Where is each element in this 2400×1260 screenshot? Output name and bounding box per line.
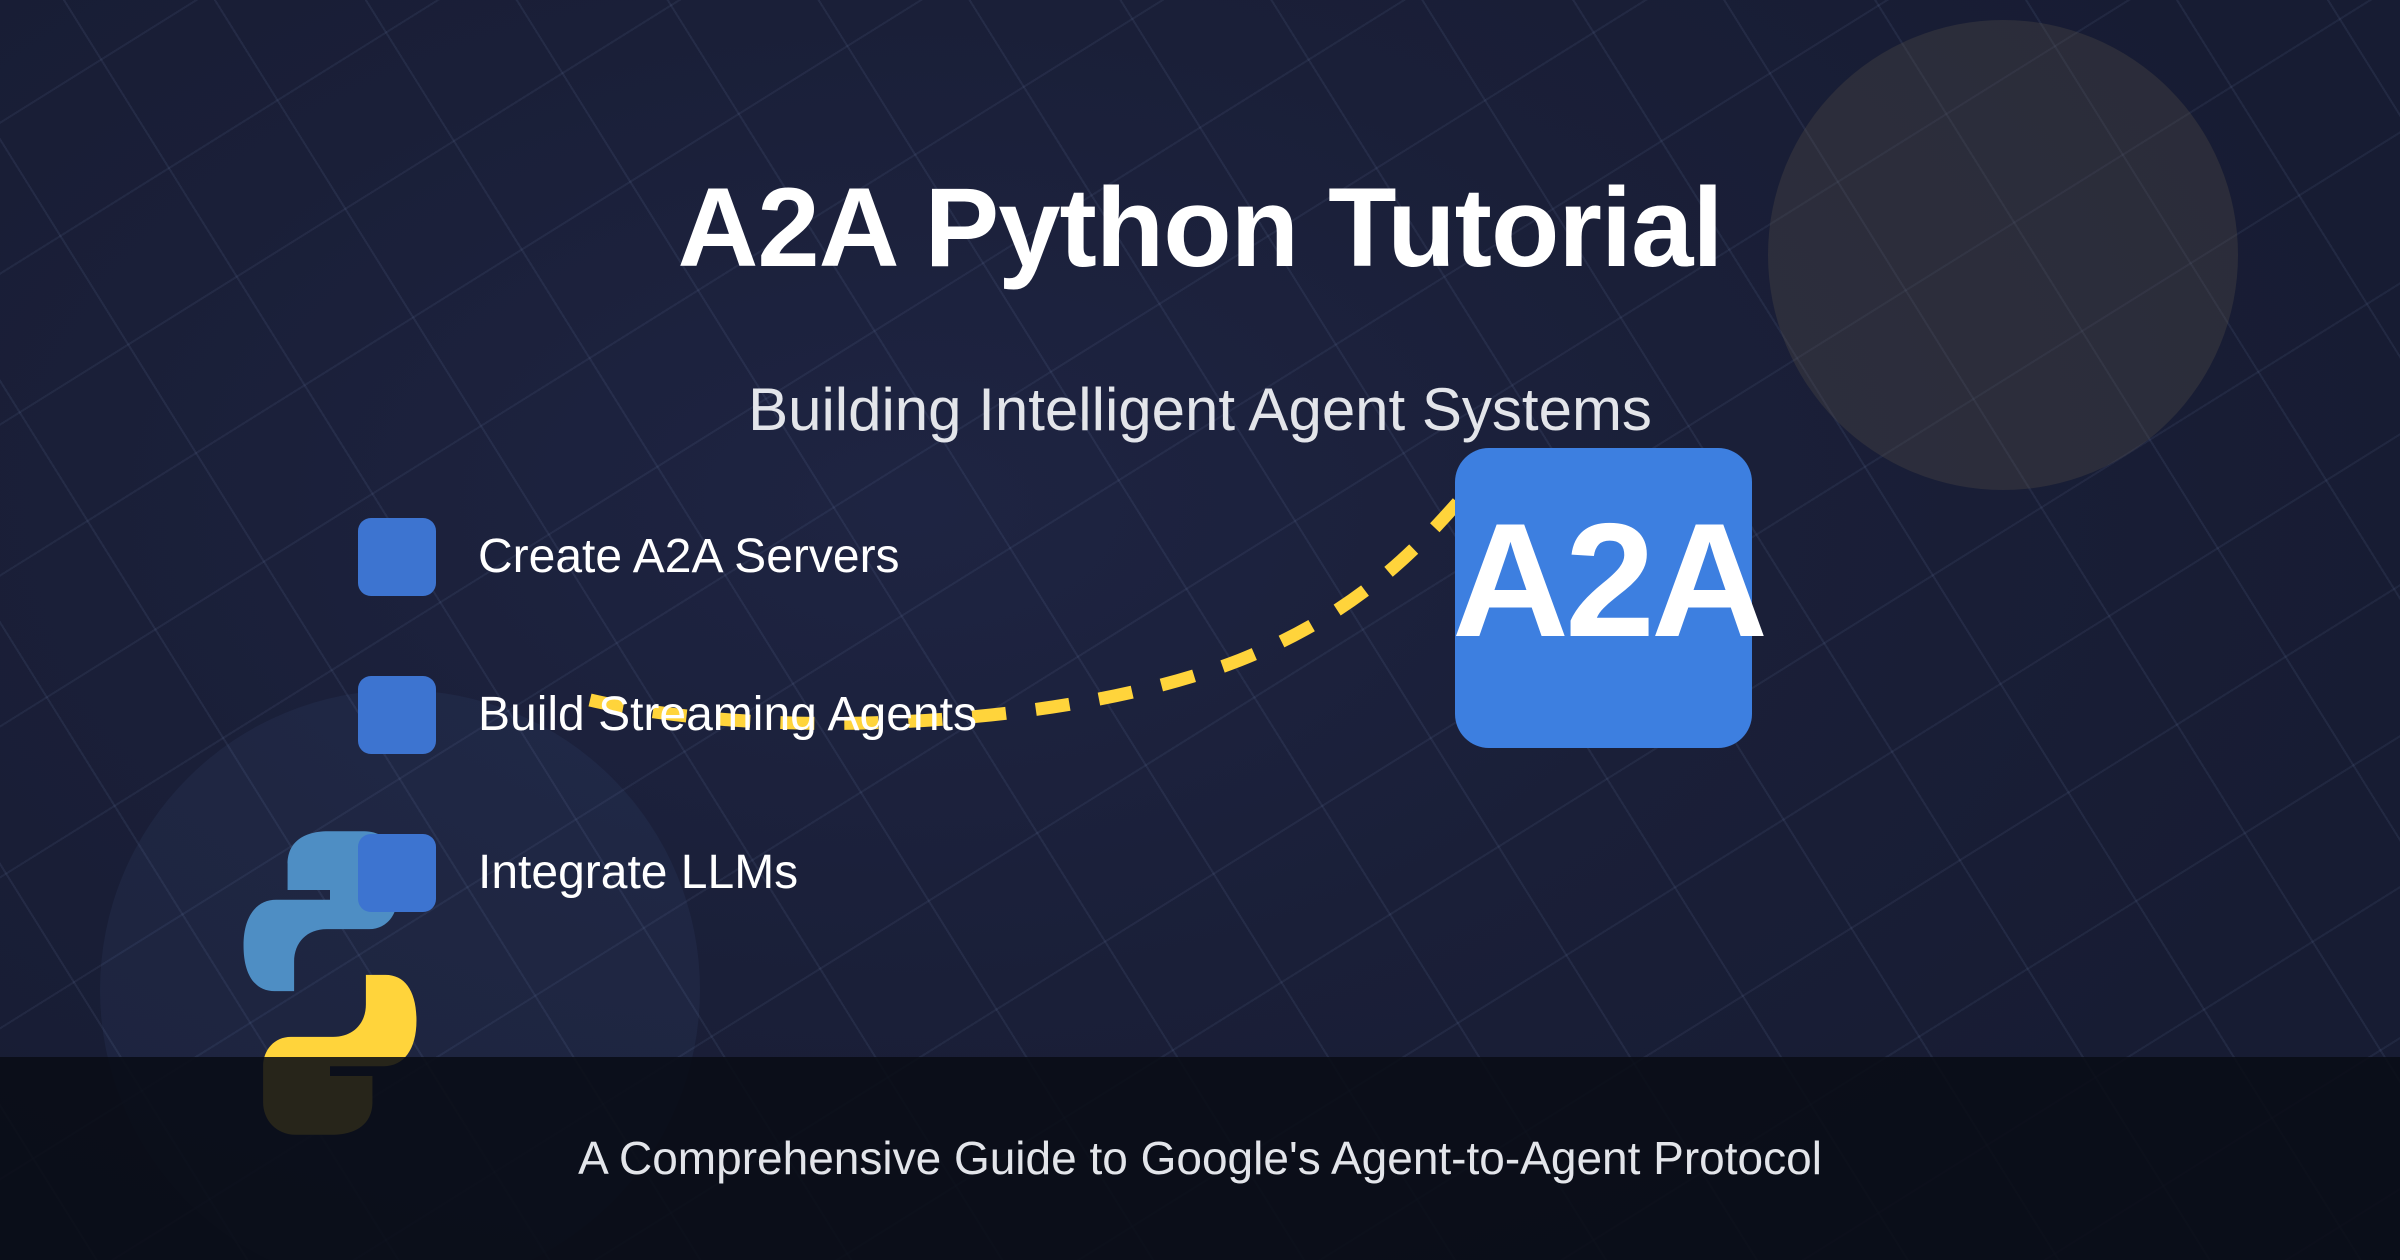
feature-item-label: Build Streaming Agents <box>478 688 977 741</box>
footer-bar <box>0 1057 2400 1260</box>
decorative-dark-circle <box>1768 20 2238 490</box>
feature-bullet-square-icon <box>358 518 436 596</box>
footer-caption: A Comprehensive Guide to Google's Agent-… <box>578 1132 1822 1184</box>
slide-title: A2A Python Tutorial <box>677 165 1724 290</box>
a2a-logo-box <box>1455 448 1752 748</box>
a2a-logo-label: A2A <box>1451 490 1768 671</box>
feature-item-label: Integrate LLMs <box>478 846 799 899</box>
feature-bullet-square-icon <box>358 834 436 912</box>
slide-subtitle: Building Intelligent Agent Systems <box>748 376 1652 443</box>
feature-bullet-square-icon <box>358 676 436 754</box>
feature-item-label: Create A2A Servers <box>478 530 900 583</box>
